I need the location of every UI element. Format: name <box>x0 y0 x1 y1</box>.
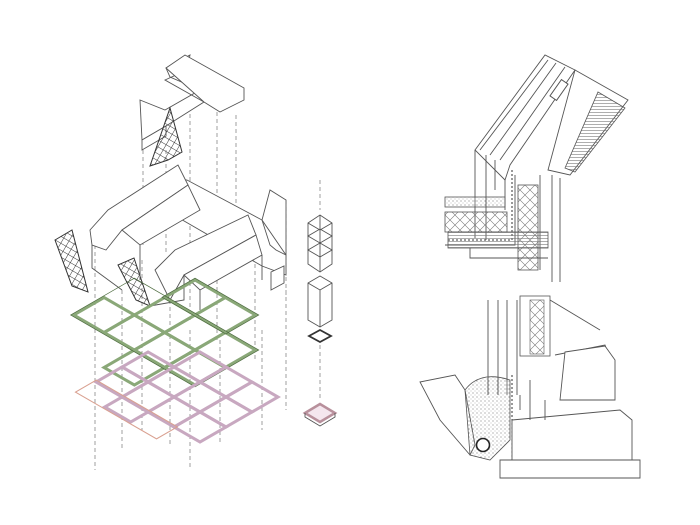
gable-lattice-panels <box>54 106 183 307</box>
ground-floor-frame <box>69 277 260 388</box>
foundation-detail <box>419 295 641 479</box>
column-components <box>302 214 338 427</box>
foundation-frame <box>74 350 281 444</box>
roof-eave-detail <box>444 54 629 282</box>
exploded-axonometric <box>54 54 338 470</box>
main-roof-volumes <box>89 164 287 310</box>
roof-upper-wing <box>139 54 245 151</box>
